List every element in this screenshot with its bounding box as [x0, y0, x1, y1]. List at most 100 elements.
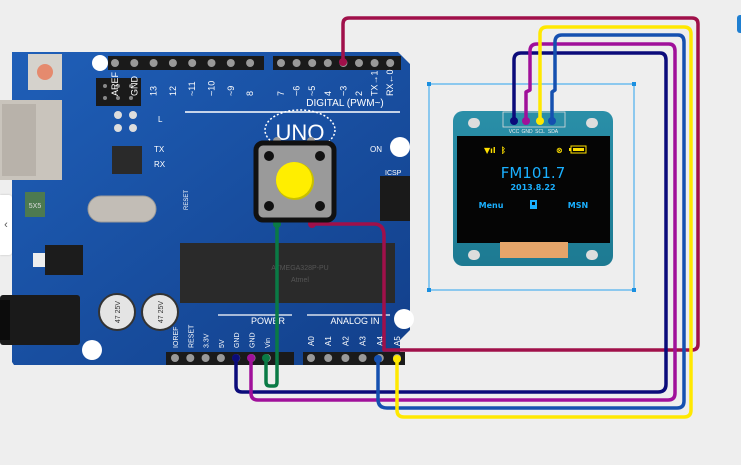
wire-endpoint[interactable] [536, 117, 544, 125]
power-pin[interactable] [171, 354, 179, 362]
digital-pin-label: 2 [354, 91, 364, 96]
wire-endpoint[interactable] [339, 58, 347, 66]
power-label: POWER [251, 316, 286, 326]
right-panel-tab[interactable] [737, 15, 741, 33]
digital-pin-label: ~6 [292, 86, 302, 96]
wire-endpoint[interactable] [548, 117, 556, 125]
wire-endpoint[interactable] [374, 355, 382, 363]
digital-pin[interactable] [111, 59, 119, 67]
digital-pin[interactable] [308, 59, 317, 67]
power-pin[interactable] [216, 354, 225, 362]
digital-pin[interactable] [188, 59, 197, 67]
reset-label: RESET [184, 190, 190, 210]
atmega-chip: ATMEGA328P-PU Atmel [180, 243, 395, 303]
wire-5v-vcc[interactable] [234, 51, 668, 394]
oled-menu-right: MSN [568, 201, 588, 210]
usb-inner [2, 104, 36, 176]
digital-pin[interactable] [323, 59, 332, 67]
digital-pin-label: 12 [168, 86, 178, 96]
oled-pin-label: GND [521, 129, 533, 135]
wire-d3-button[interactable] [310, 16, 700, 352]
digital-pin-label: ~9 [226, 86, 236, 96]
analog-pin-label: A1 [324, 336, 333, 346]
power-pin-label: GND [234, 332, 241, 348]
power-pin[interactable] [186, 354, 195, 362]
arduino-uno-board[interactable]: 5X5 47 25V 47 25V ATMEGA328P-PU Atmel IC… [0, 52, 414, 365]
svg-text:ICSP: ICSP [385, 170, 402, 177]
resize-handle[interactable] [427, 288, 431, 292]
wire-endpoint[interactable] [247, 354, 255, 362]
digital-pin[interactable] [370, 59, 379, 67]
wire-endpoint[interactable] [522, 117, 530, 125]
analog-pin[interactable] [358, 354, 367, 362]
voltage-regulator [45, 245, 83, 275]
analog-pin[interactable] [307, 354, 315, 362]
wire-gnd-button[interactable] [264, 222, 279, 388]
wire-endpoint[interactable] [262, 354, 270, 362]
digital-pin-label: AREF [110, 71, 120, 96]
analog-pin-label: A4 [376, 336, 385, 346]
analog-pin[interactable] [324, 354, 333, 362]
power-pin-header [166, 352, 294, 365]
power-pin-label: IOREF [173, 327, 180, 348]
digital-pin-label: 8 [245, 91, 255, 96]
icsp-header: ICSP [380, 170, 410, 221]
wire-endpoint[interactable] [510, 117, 518, 125]
digital-pin[interactable] [246, 59, 255, 67]
digital-pin[interactable] [226, 59, 235, 67]
button-screw [315, 151, 325, 161]
mount-hole [394, 309, 414, 329]
digital-pin[interactable] [207, 59, 216, 67]
analog-pin-header [303, 352, 405, 365]
tx-label: TX [154, 145, 165, 154]
wire-endpoint[interactable] [393, 355, 401, 363]
wire-gnd-oled[interactable] [249, 42, 677, 402]
l-label: L [158, 115, 163, 124]
resize-handle[interactable] [632, 288, 636, 292]
uno-logo-ring [264, 109, 336, 151]
wire-endpoint[interactable] [232, 354, 240, 362]
digital-pin[interactable] [292, 59, 301, 67]
svg-text:47 25V: 47 25V [115, 301, 122, 324]
pushbutton[interactable] [253, 137, 337, 223]
oled-pin-label: VCC [509, 129, 520, 135]
digital-pin[interactable] [168, 59, 177, 67]
chevron-left-icon: ‹ [4, 219, 8, 231]
resize-handle[interactable] [632, 82, 636, 86]
digital-pin[interactable] [277, 59, 285, 67]
wire-a5-scl[interactable] [395, 25, 693, 419]
reset-button-cap[interactable] [37, 64, 53, 80]
power-pin[interactable] [201, 354, 210, 362]
digital-pin-header [108, 56, 401, 70]
alarm-icon: ⊗ [556, 146, 563, 155]
digital-pin[interactable] [149, 59, 158, 67]
digital-pin-label: 7 [276, 91, 286, 96]
power-pin-label: 3.3V [204, 333, 211, 348]
regulator-tab [33, 253, 45, 267]
analog-pin[interactable] [341, 354, 350, 362]
mount-hole [390, 137, 410, 157]
fuse-label: 5X5 [29, 203, 42, 210]
resize-handle[interactable] [427, 82, 431, 86]
analog-pin-label: A2 [341, 336, 350, 346]
icsp-header-top [96, 78, 141, 132]
oled-mount-hole [586, 118, 598, 128]
power-pin-label: RESET [188, 324, 195, 348]
digital-pin-label: GND [129, 76, 139, 97]
oled-pin-header [502, 111, 566, 128]
wire-a4-sda[interactable] [376, 33, 686, 410]
digital-pin-label: 4 [323, 91, 333, 96]
signal-icon: ▼ıl [484, 146, 496, 155]
digital-pin-label: ~10 [207, 81, 217, 96]
collapse-panel-button[interactable]: ‹ [0, 195, 12, 255]
fuse [25, 192, 45, 217]
digital-pin[interactable] [130, 59, 139, 67]
bluetooth-icon: ᛒ [501, 146, 506, 155]
digital-pin[interactable] [386, 59, 395, 67]
svg-text:ATMEGA328P-PU: ATMEGA328P-PU [271, 265, 328, 272]
button-screw [264, 151, 274, 161]
digital-pin[interactable] [355, 59, 363, 67]
button-cap[interactable] [276, 162, 312, 198]
